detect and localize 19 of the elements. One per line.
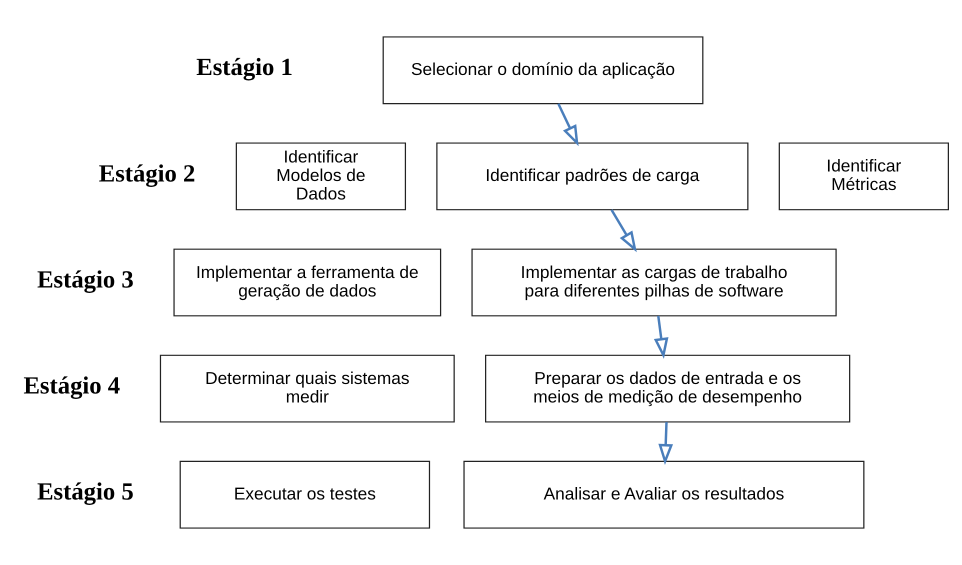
node-box: Selecionar o domínio da aplicação (382, 36, 704, 104)
arrow (654, 316, 668, 359)
label: Estágio 5 (37, 478, 134, 506)
node-box: Implementar as cargas de trabalho para diferentes pilhas de software (471, 248, 837, 316)
label: Estágio 2 (98, 160, 196, 188)
label: Estágio 3 (37, 266, 134, 294)
label: Estágio 4 (24, 372, 120, 400)
node-box: Preparar os dados de entrada e os meios de medição de desempenho (485, 354, 850, 423)
arrow (557, 103, 579, 146)
node-box: Executar os testes (180, 460, 430, 529)
node-box: Identificar Métricas (778, 142, 949, 210)
node-box: Identificar Modelos de Dados (236, 142, 406, 210)
arrow (658, 422, 674, 466)
node-box: Determinar quais sistemas medir (160, 354, 455, 423)
node-box: Implementar a ferramenta de geração de dados (173, 248, 442, 316)
label: Estágio 1 (196, 54, 293, 82)
node-box: Identificar padrões de carga (436, 142, 748, 210)
node-box: Analisar e Avaliar os resultados (463, 460, 864, 529)
arrow (610, 209, 637, 252)
